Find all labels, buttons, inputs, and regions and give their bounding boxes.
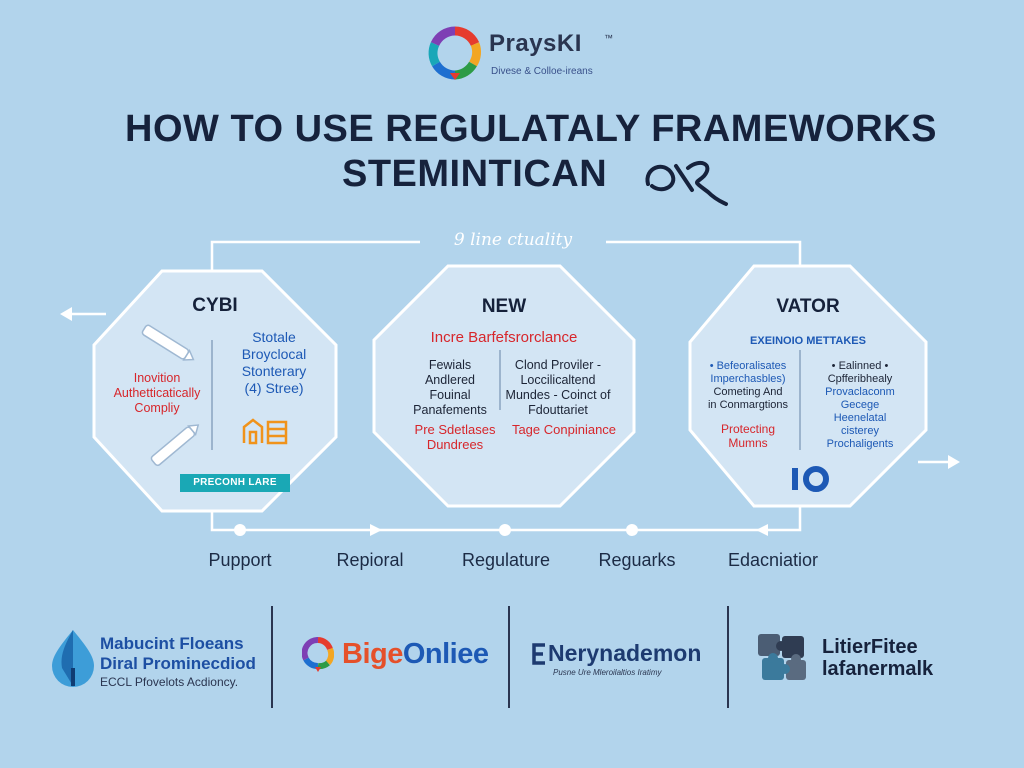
octagon-panel-vator [688,264,928,508]
bracket-e-icon [532,643,545,665]
title-scribble-mark [645,160,728,206]
panel-title: NEW [481,296,527,317]
building-icon [242,418,288,445]
panel-left-text: Fewials Andlered Fouinal Panafements [413,358,487,417]
page-title-line-2: STEMINTICAN [342,153,608,195]
step-label-3: Regulature [461,550,551,570]
drop-icon [52,630,94,687]
octagon-panel-new [372,264,636,508]
brand-trademark: ™ [604,33,613,43]
panel-bottom-left-text: Pre Sdetlases Dundrees [414,422,496,452]
panel-right-text: • Ealinned • Cpfferibhealy [827,360,893,385]
ring-logo-icon [302,637,334,672]
partner-divider [271,606,273,708]
panel-left-text: Inovition Authetticatically Compliy [113,371,201,415]
partner-1-name-line2: Diral Prominecdiod [100,654,256,673]
panel-vator: VATOR EXEINOIO METTAKES • Befeoralisates… [690,266,926,506]
panel-cybi: CYBI Inovition Authetticatically Compliy… [94,271,336,511]
panel-subtitle: Incre Barfefsrorclance [430,329,578,346]
page-title-line-1: HOW TO USE REGULATALY FRAMEWORKS [125,108,937,150]
top-flow-caption: 9 line ctuality [420,230,606,250]
puzzle-icon [758,634,806,680]
pencil-icon [150,424,200,467]
panel-title: VATOR [776,296,840,317]
pencil-icon [141,324,195,361]
panel-right-text: Stotale Broyclocal Stonterary (4) Stree) [241,329,307,396]
brand-name: PraysKI [489,30,582,57]
panel-title: CYBI [192,295,238,316]
step-label-2: Repioral [336,550,404,570]
partner-3-name: Nerynademon [548,640,702,666]
partner-divider [508,606,510,708]
partner-divider [727,606,729,708]
partner-1-tagline: ECCL Pfovelots Acdioncy. [100,675,239,689]
panel-left-red-text: Protecting Mumns [720,422,776,450]
brand-logo-icon [428,26,481,80]
panel-badge: PRECONH LARE [180,474,290,492]
brand-tagline: Divese & Colloe-ireans [491,66,593,77]
panel-subtitle: EXEINOIO METTAKES [750,335,866,347]
panel-new: NEW Incre Barfefsrorclance Fewials Andle… [374,266,634,506]
panel-left-text: • Befeoralisates Imperchasbles) Cometing… [707,360,789,411]
step-label-1: Pupport [208,550,272,570]
partner-4-name-line2: lafanermalk [822,658,934,680]
panel-right-blue-text: Provaclaconm Gecege Heenelatal cisterey … [825,386,895,450]
panel-bottom-right-text: Tage Conpiniance [511,422,617,437]
io-logo-icon [792,466,829,492]
step-label-5: Edacniatior [727,550,819,570]
partner-2-name: BigeOnliee [342,638,489,670]
step-label-4: Reguarks [598,550,676,570]
panel-right-text: Clond Proviler - Loccilicaltend Mundes -… [505,358,611,417]
partner-3-tagline: Pusne Ure Mleroilaltios Iratimy [553,668,662,677]
partner-4-name-line1: LitierFitee [822,636,918,658]
partner-1-name-line1: Mabucint Floeans [100,634,244,653]
